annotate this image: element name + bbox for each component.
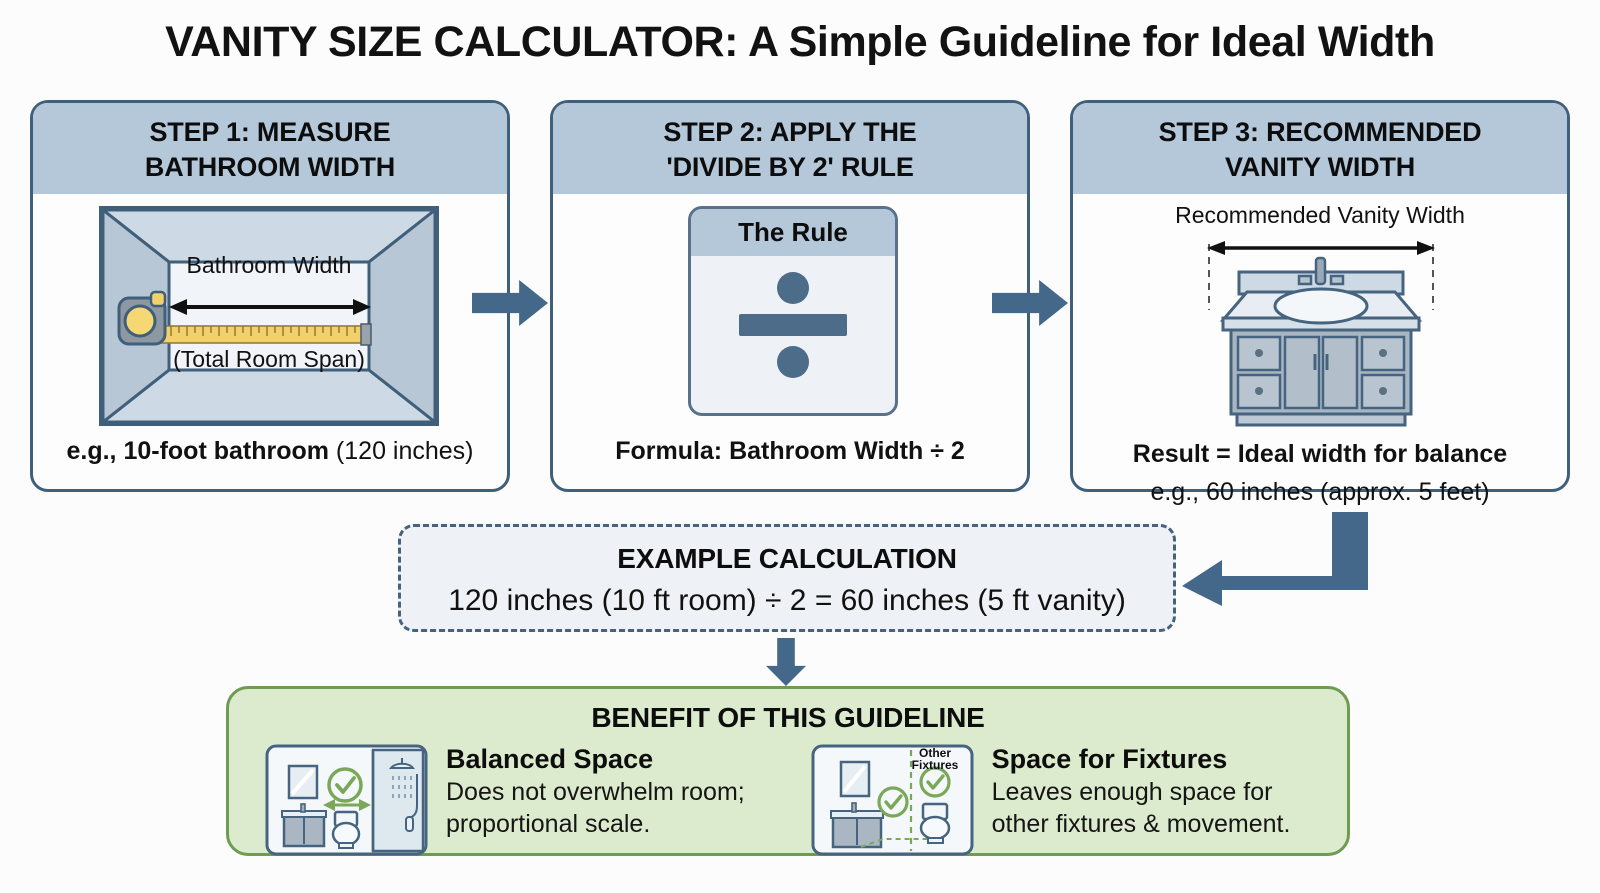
step-3-caption: Result = Ideal width for balance xyxy=(1073,439,1567,470)
step-1-body: Bathroom Width (Total Room Span) e.g., 1… xyxy=(33,194,507,484)
divide-dot-top xyxy=(777,272,809,305)
rule-card-title: The Rule xyxy=(691,209,895,257)
tape-measure-icon xyxy=(117,290,167,346)
benefit-item-space-for-fixtures: Other Fixtures Space for Fixtures Leaves… xyxy=(811,744,1313,856)
step-3-subcaption: e.g., 60 inches (approx. 5 feet) xyxy=(1150,478,1490,506)
step-1-header: STEP 1: MEASURE BATHROOM WIDTH xyxy=(33,103,507,195)
step-2-header: STEP 2: APPLY THE 'DIVIDE BY 2' RULE xyxy=(553,103,1027,195)
example-title: EXAMPLE CALCULATION xyxy=(617,543,957,574)
benefit-heading-2: Space for Fixtures xyxy=(991,744,1228,774)
benefit-heading-1: Balanced Space xyxy=(446,744,654,774)
bathroom-room-diagram: Bathroom Width (Total Room Span) xyxy=(99,206,439,427)
step-3-caption-bold: Result = Ideal width for balance xyxy=(1132,440,1508,469)
step-1-header-line1: STEP 1: MEASURE xyxy=(149,117,391,147)
benefit-items-row: Balanced Space Does not overwhelm room; … xyxy=(229,734,1347,856)
step-1-caption-bold: e.g., 10-foot bathroom xyxy=(66,437,329,466)
example-equation: 120 inches (10 ft room) ÷ 2 = 60 inches … xyxy=(448,584,1126,617)
step-3-header: STEP 3: RECOMMENDED VANITY WIDTH xyxy=(1073,103,1567,195)
benefit-text-1: Balanced Space Does not overwhelm room; … xyxy=(446,744,745,840)
divide-symbol-icon xyxy=(691,256,895,396)
benefit-desc-1: Does not overwhelm room; proportional sc… xyxy=(446,777,745,840)
bathroom-balanced-icon xyxy=(265,744,428,856)
step-3-header-line1: STEP 3: RECOMMENDED xyxy=(1158,117,1482,147)
benefit-title: BENEFIT OF THIS GUIDELINE xyxy=(591,702,985,733)
benefit-desc-1-line1: Does not overwhelm room; xyxy=(446,778,745,806)
step-2-body: The Rule Formula: Bathroom Width ÷ 2 xyxy=(553,194,1027,484)
step-3-panel: STEP 3: RECOMMENDED VANITY WIDTH Recomme… xyxy=(1070,100,1570,492)
benefit-desc-1-line2: proportional scale. xyxy=(446,809,651,838)
step-2-caption: Formula: Bathroom Width ÷ 2 xyxy=(553,436,1027,467)
l-shaped-arrow-icon xyxy=(1182,512,1368,606)
other-fixtures-label-line1: Other xyxy=(919,746,951,760)
vanity-diagram xyxy=(1181,230,1461,430)
vanity-width-label: Recommended Vanity Width xyxy=(1175,202,1465,229)
flow-arrow-example-to-benefit xyxy=(766,638,806,686)
step-2-panel: STEP 2: APPLY THE 'DIVIDE BY 2' RULE The… xyxy=(550,100,1030,492)
page-title: VANITY SIZE CALCULATOR: A Simple Guideli… xyxy=(165,18,1435,66)
divide-dot-bottom xyxy=(777,346,809,379)
vanity-cabinet-icon xyxy=(1207,241,1435,427)
step-3-header-line2: VANITY WIDTH xyxy=(1224,151,1416,182)
room-perspective-icon xyxy=(99,206,439,427)
step-1-caption: e.g., 10-foot bathroom (120 inches) xyxy=(33,436,507,467)
step-2-header-line2: 'DIVIDE BY 2' RULE xyxy=(666,151,914,182)
room-width-label: Bathroom Width xyxy=(186,252,352,279)
benefit-desc-2-line1: Leaves enough space for xyxy=(991,778,1273,806)
benefit-item-balanced-space: Balanced Space Does not overwhelm room; … xyxy=(265,744,787,856)
room-span-label: (Total Room Span) xyxy=(173,346,365,373)
step-3-body: Recommended Vanity Width xyxy=(1073,194,1567,484)
benefit-desc-2-line2: other fixtures & movement. xyxy=(991,809,1291,838)
divide-bar xyxy=(739,314,847,337)
step-1-caption-rest: (120 inches) xyxy=(328,437,474,466)
benefit-desc-2: Leaves enough space for other fixtures &… xyxy=(992,777,1291,840)
benefit-box: BENEFIT OF THIS GUIDELINE xyxy=(226,686,1350,856)
rule-card: The Rule xyxy=(688,206,898,417)
example-calculation-box: EXAMPLE CALCULATION 120 inches (10 ft ro… xyxy=(398,524,1176,632)
step-2-caption-bold: Formula: Bathroom Width ÷ 2 xyxy=(615,437,965,466)
bathroom-fixtures-icon: Other Fixtures xyxy=(811,744,974,856)
benefit-text-2: Space for Fixtures Leaves enough space f… xyxy=(992,744,1291,840)
step-1-header-line2: BATHROOM WIDTH xyxy=(144,151,396,182)
other-fixtures-label-line2: Fixtures xyxy=(911,758,958,772)
connector-arrow-step3-to-example xyxy=(1160,498,1400,628)
step-1-panel: STEP 1: MEASURE BATHROOM WIDTH xyxy=(30,100,510,492)
step-2-header-line1: STEP 2: APPLY THE xyxy=(663,117,917,147)
